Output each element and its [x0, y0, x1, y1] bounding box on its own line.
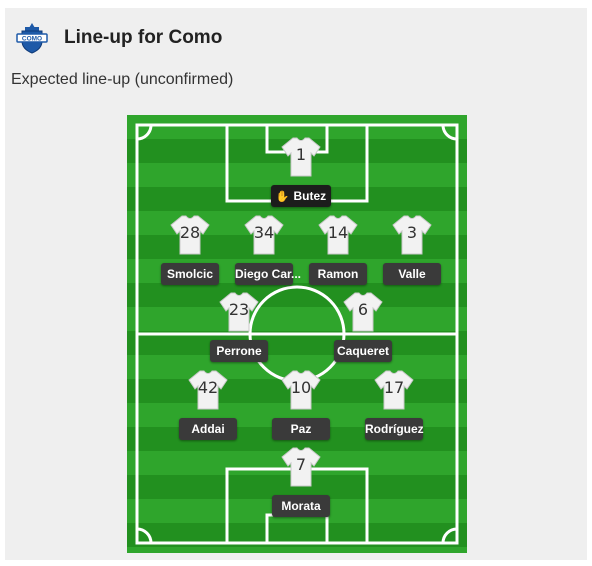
player-slot[interactable]: 1 ✋Butez — [271, 137, 331, 207]
lineup-header: COMO Line-up for Como — [15, 20, 575, 56]
player-slot[interactable]: 10 Paz — [272, 370, 330, 440]
shirt-icon — [188, 370, 228, 410]
crest-text: COMO — [22, 36, 42, 43]
player-name: Paz — [272, 418, 330, 440]
player-slot[interactable]: 6 Caqueret — [334, 292, 392, 362]
player-name: Valle — [383, 263, 441, 285]
como-crest-icon: COMO — [15, 21, 49, 55]
shirt-number: 1 — [295, 145, 307, 164]
player-slot[interactable]: 34 Diego Car... — [235, 215, 301, 285]
shirt-number: 34 — [253, 223, 275, 242]
player-name: Rodríguez — [365, 418, 424, 440]
goalkeeper-glove-icon: ✋ — [275, 191, 290, 203]
shirt-icon — [392, 215, 432, 255]
shirt-number: 42 — [197, 378, 219, 397]
shirt-icon — [374, 370, 414, 410]
page-title: Line-up for Como — [64, 27, 223, 48]
shirt-icon — [343, 292, 383, 332]
player-name: Ramon — [309, 263, 367, 285]
shirt-icon — [219, 292, 259, 332]
shirt-icon — [244, 215, 284, 255]
player-name: Addai — [179, 418, 237, 440]
shirt-icon — [281, 447, 321, 487]
shirt-number: 10 — [290, 378, 312, 397]
player-slot[interactable]: 42 Addai — [179, 370, 237, 440]
lineup-card: COMO Line-up for Como Expected line-up (… — [5, 8, 587, 560]
player-slot[interactable]: 7 Morata — [272, 447, 330, 517]
shirt-icon — [281, 370, 321, 410]
player-name-tag: ✋Butez — [271, 185, 331, 207]
shirt-number: 14 — [327, 223, 349, 242]
player-slot[interactable]: 23 Perrone — [210, 292, 268, 362]
shirt-icon — [170, 215, 210, 255]
player-name: Butez — [293, 189, 327, 203]
player-name: Perrone — [210, 340, 268, 362]
shirt-number: 17 — [383, 378, 405, 397]
shirt-icon — [281, 137, 321, 177]
shirt-number: 28 — [179, 223, 201, 242]
shirt-icon — [318, 215, 358, 255]
shirt-number: 7 — [295, 455, 307, 474]
shirt-number: 3 — [406, 223, 418, 242]
football-pitch: 1 ✋Butez 28 Smolcic 34 Diego Car... 14 R… — [127, 115, 467, 553]
player-name: Smolcic — [161, 263, 219, 285]
lineup-status: Expected line-up (unconfirmed) — [11, 71, 234, 88]
player-slot[interactable]: 17 Rodríguez — [365, 370, 424, 440]
player-name: Caqueret — [334, 340, 392, 362]
player-slot[interactable]: 14 Ramon — [309, 215, 367, 285]
shirt-number: 23 — [228, 300, 250, 319]
player-slot[interactable]: 28 Smolcic — [161, 215, 219, 285]
player-name: Morata — [272, 495, 330, 517]
player-name: Diego Car... — [235, 263, 301, 285]
shirt-number: 6 — [357, 300, 369, 319]
player-slot[interactable]: 3 Valle — [383, 215, 441, 285]
